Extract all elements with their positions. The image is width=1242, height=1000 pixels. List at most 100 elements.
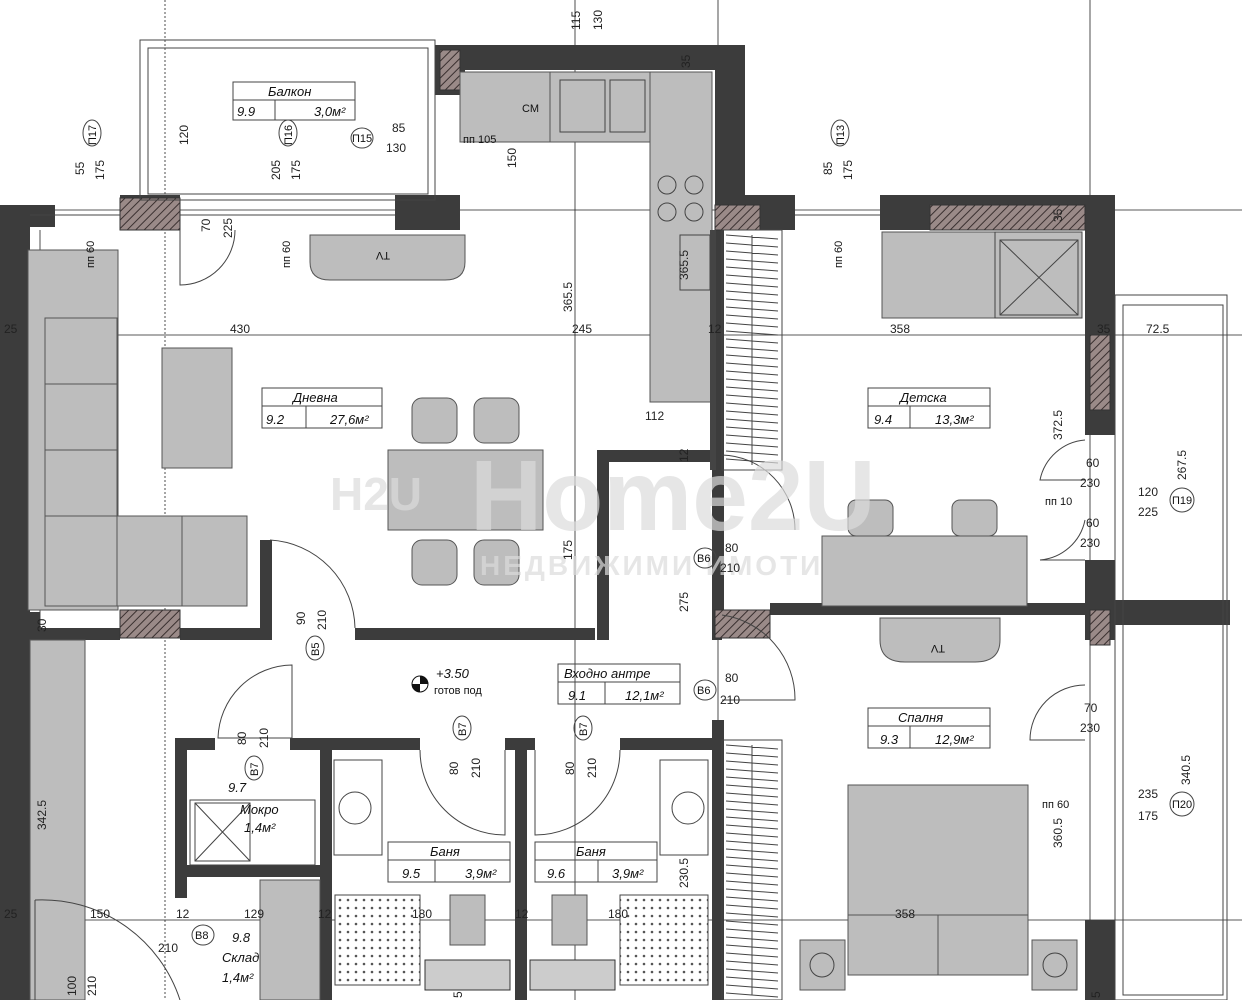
room-area: 12,9м² <box>935 732 974 747</box>
tag-p17: П17 <box>82 119 102 147</box>
balcony-outline <box>30 39 1228 1000</box>
room-name: Мокро <box>240 802 279 817</box>
room-name: Дневна <box>291 390 338 405</box>
misc-labels: СМ ТV ТV пп 105 пп 60 пп 60 пп 60 пп 60 … <box>85 103 1072 811</box>
svg-text:П15: П15 <box>352 133 372 145</box>
sill-label: пп 60 <box>1042 799 1069 811</box>
dimension-label: 372.5 <box>1051 410 1065 440</box>
level-value: +3.50 <box>436 666 470 681</box>
dimension-label: 225 <box>1138 505 1158 519</box>
svg-text:П16: П16 <box>283 125 295 145</box>
dimension-label: 35 <box>679 54 693 68</box>
room-code: 9.8 <box>232 930 251 945</box>
dimension-label: 30 <box>35 618 49 632</box>
dimension-label: 70 <box>199 218 213 232</box>
dimension-label: 35 <box>1051 208 1065 222</box>
dimension-label: 210 <box>720 693 740 707</box>
dimension-label: 205 <box>269 160 283 180</box>
dimension-label: 72.5 <box>1146 322 1170 336</box>
bedroom-furniture <box>799 617 1078 991</box>
room-code: 9.1 <box>568 688 586 703</box>
svg-text:B7: B7 <box>457 723 469 736</box>
room-label-balcony: Балкон 9.9 3,0м² <box>232 81 356 121</box>
room-area: 3,0м² <box>314 104 346 119</box>
dimension-label: 340.5 <box>1179 755 1193 785</box>
dimension-label: 35 <box>1097 322 1111 336</box>
dimension-label: 175 <box>289 160 303 180</box>
dimension-label: 245 <box>572 322 592 336</box>
room-name: Входно антре <box>564 666 651 681</box>
dimensions: 115 130 35 120 85 130 205 175 55 175 85 … <box>4 10 1193 998</box>
dimension-label: 150 <box>90 907 110 921</box>
sill-label: пп 60 <box>833 241 845 268</box>
room-label-bath1: Баня 9.5 3,9м² <box>387 841 511 883</box>
tag-p19: П19 <box>1169 487 1195 513</box>
dimension-label: 112 <box>645 409 664 423</box>
dimension-label: 230 <box>1080 476 1100 490</box>
tag-b8: B8 <box>191 924 215 946</box>
dimension-label: 210 <box>585 758 599 778</box>
room-name: Детска <box>898 390 947 405</box>
dimension-label: 90 <box>294 611 308 625</box>
dimension-label: 5 <box>1089 991 1103 998</box>
dimension-label: 175 <box>93 160 107 180</box>
dimension-label: 430 <box>230 322 250 336</box>
dimension-label: 70 <box>1084 701 1098 715</box>
dimension-label: 130 <box>591 10 605 30</box>
dimension-label: 235 <box>1138 787 1158 801</box>
dimension-label: 129 <box>244 907 264 921</box>
watermark: H2U Home2U НЕДВИЖИМИ ИМОТИ <box>330 440 876 581</box>
dimension-label: 60 <box>1086 516 1100 530</box>
dimension-label: 275 <box>677 592 691 612</box>
tag-b6a: B6 <box>693 547 717 569</box>
dimension-label: 210 <box>158 941 178 955</box>
dimension-label: 85 <box>821 161 835 175</box>
tag-p20: П20 <box>1169 791 1195 817</box>
room-name: Спалня <box>898 710 943 725</box>
bath-fixtures <box>29 639 709 1000</box>
wardrobes <box>721 229 783 1000</box>
sill-label: пп 105 <box>463 134 496 146</box>
dimension-label: 115 <box>569 11 583 30</box>
tags: П15 П16 П17 П13 П19 П20 B5 B6 B6 B7 B7 B… <box>82 119 1195 946</box>
svg-text:П17: П17 <box>87 125 99 145</box>
room-code: 9.7 <box>228 780 247 795</box>
room-name: Баня <box>430 844 460 859</box>
dimension-label: 5 <box>451 991 465 998</box>
dimension-label: 25 <box>4 322 18 336</box>
kids-furniture <box>821 231 1083 607</box>
room-label-kids: Детска 9.4 13,3м² <box>867 387 991 429</box>
room-labels: Балкон 9.9 3,0м² Дневна 9.2 27,6м² Детск… <box>222 81 991 985</box>
dimension-label: 12 <box>677 448 691 462</box>
dimension-label: 12 <box>318 907 332 921</box>
svg-text:B7: B7 <box>578 723 590 736</box>
dimension-label: 210 <box>469 758 483 778</box>
dimension-label: 80 <box>235 731 249 745</box>
dimension-label: 358 <box>890 322 910 336</box>
dimension-label: 210 <box>720 561 740 575</box>
svg-text:B8: B8 <box>195 930 208 942</box>
room-area: 3,9м² <box>612 866 644 881</box>
tv-label-living: ТV <box>375 249 390 261</box>
svg-text:B7: B7 <box>249 763 261 776</box>
dimension-label: 100 <box>65 976 79 996</box>
watermark-sub: НЕДВИЖИМИ ИМОТИ <box>480 550 823 581</box>
dimension-label: 80 <box>725 671 739 685</box>
dimension-label: 230.5 <box>677 858 691 888</box>
room-code: 9.9 <box>237 104 255 119</box>
svg-text:B6: B6 <box>697 553 710 565</box>
room-label-wet: 9.7 Мокро 1,4м² <box>228 780 279 835</box>
tag-p13: П13 <box>830 119 850 147</box>
room-code: 9.2 <box>266 412 285 427</box>
columns <box>119 49 1111 646</box>
svg-text:П20: П20 <box>1172 799 1192 811</box>
dimension-label: 267.5 <box>1175 450 1189 480</box>
dimension-label: 360.5 <box>1051 818 1065 848</box>
dimension-label: 85 <box>392 121 406 135</box>
dimension-label: 60 <box>1086 456 1100 470</box>
dimension-label: 210 <box>315 610 329 630</box>
room-code: 9.3 <box>880 732 899 747</box>
dimension-label: 230 <box>1080 721 1100 735</box>
level-mark: +3.50 готов под <box>411 666 482 697</box>
tag-b7b: B7 <box>452 715 472 741</box>
